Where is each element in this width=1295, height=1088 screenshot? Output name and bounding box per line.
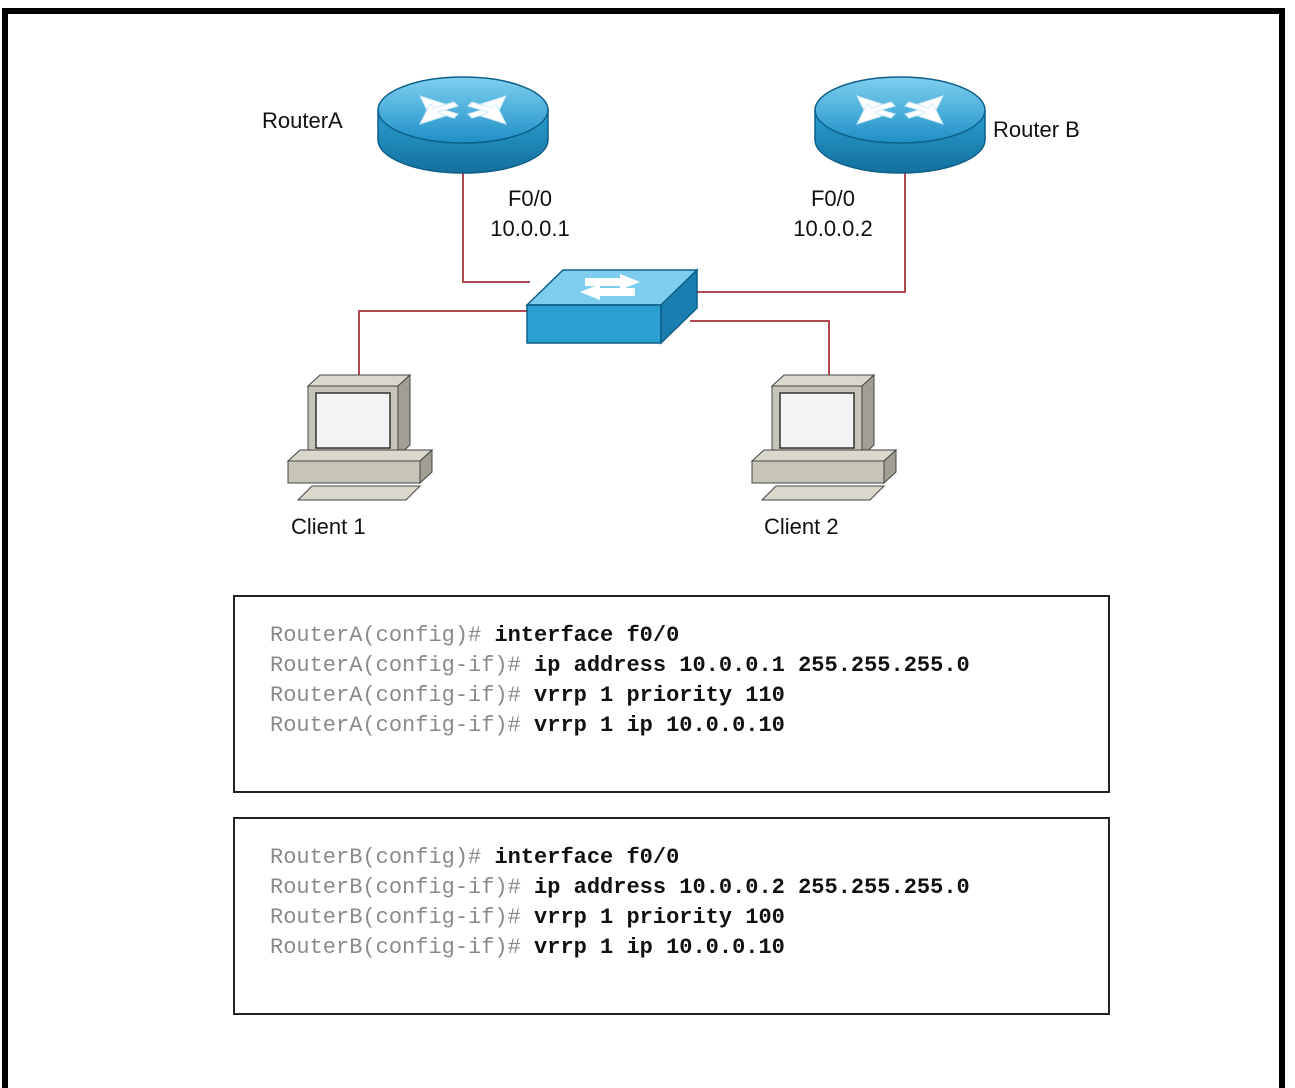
router-b-ip-label: 10.0.0.2	[793, 216, 873, 241]
cli-prompt: RouterA(config-if)#	[270, 683, 535, 708]
router-a-label: RouterA	[262, 108, 343, 133]
cli-prompt: RouterA(config-if)#	[270, 713, 535, 738]
router-b-label: Router B	[993, 117, 1080, 142]
router-a-ip-label: 10.0.0.1	[490, 216, 570, 241]
link-client2-switch	[690, 320, 830, 378]
figure-frame	[2, 8, 1285, 1088]
cli-command: vrrp 1 priority 100	[534, 905, 785, 930]
switch-icon	[525, 268, 699, 345]
cli-command: interface f0/0	[494, 845, 680, 870]
cli-prompt: RouterB(config-if)#	[270, 935, 535, 960]
router-a-interface-label: F0/0	[507, 186, 553, 211]
config-line: RouterA(config-if)# vrrp 1 ip 10.0.0.10	[270, 711, 970, 741]
router-b-interface-label: F0/0	[810, 186, 856, 211]
config-line: RouterA(config-if)# vrrp 1 priority 110	[270, 681, 970, 711]
router-b-icon	[814, 76, 986, 174]
cli-prompt: RouterA(config)#	[270, 623, 495, 648]
cli-command: ip address 10.0.0.1 255.255.255.0	[534, 653, 970, 678]
link-client1-switch	[358, 310, 530, 378]
network-topology	[286, 76, 986, 501]
cli-command: ip address 10.0.0.2 255.255.255.0	[534, 875, 970, 900]
link-routera-switch	[462, 172, 530, 283]
cli-prompt: RouterA(config-if)#	[270, 653, 535, 678]
cli-prompt: RouterB(config)#	[270, 845, 495, 870]
cli-command: vrrp 1 ip 10.0.0.10	[534, 935, 785, 960]
client-1-label: Client 1	[291, 514, 366, 539]
config-line: RouterB(config-if)# vrrp 1 ip 10.0.0.10	[270, 933, 970, 963]
client-2-label: Client 2	[764, 514, 839, 539]
client-1-computer-icon	[286, 373, 434, 501]
config-line: RouterB(config-if)# ip address 10.0.0.2 …	[270, 873, 970, 903]
client-2-computer-icon	[750, 373, 898, 501]
config-line: RouterB(config)# interface f0/0	[270, 843, 970, 873]
cli-command: vrrp 1 ip 10.0.0.10	[534, 713, 785, 738]
link-routerb-switch	[690, 172, 906, 293]
config-line: RouterA(config)# interface f0/0	[270, 621, 970, 651]
router-b-config-box: RouterB(config)# interface f0/0 RouterB(…	[233, 817, 1110, 1015]
router-a-icon	[377, 76, 549, 174]
cli-prompt: RouterB(config-if)#	[270, 905, 535, 930]
router-a-config-box: RouterA(config)# interface f0/0 RouterA(…	[233, 595, 1110, 793]
config-line: RouterA(config-if)# ip address 10.0.0.1 …	[270, 651, 970, 681]
cli-command: interface f0/0	[494, 623, 680, 648]
cli-prompt: RouterB(config-if)#	[270, 875, 535, 900]
config-line: RouterB(config-if)# vrrp 1 priority 100	[270, 903, 970, 933]
cli-command: vrrp 1 priority 110	[534, 683, 785, 708]
